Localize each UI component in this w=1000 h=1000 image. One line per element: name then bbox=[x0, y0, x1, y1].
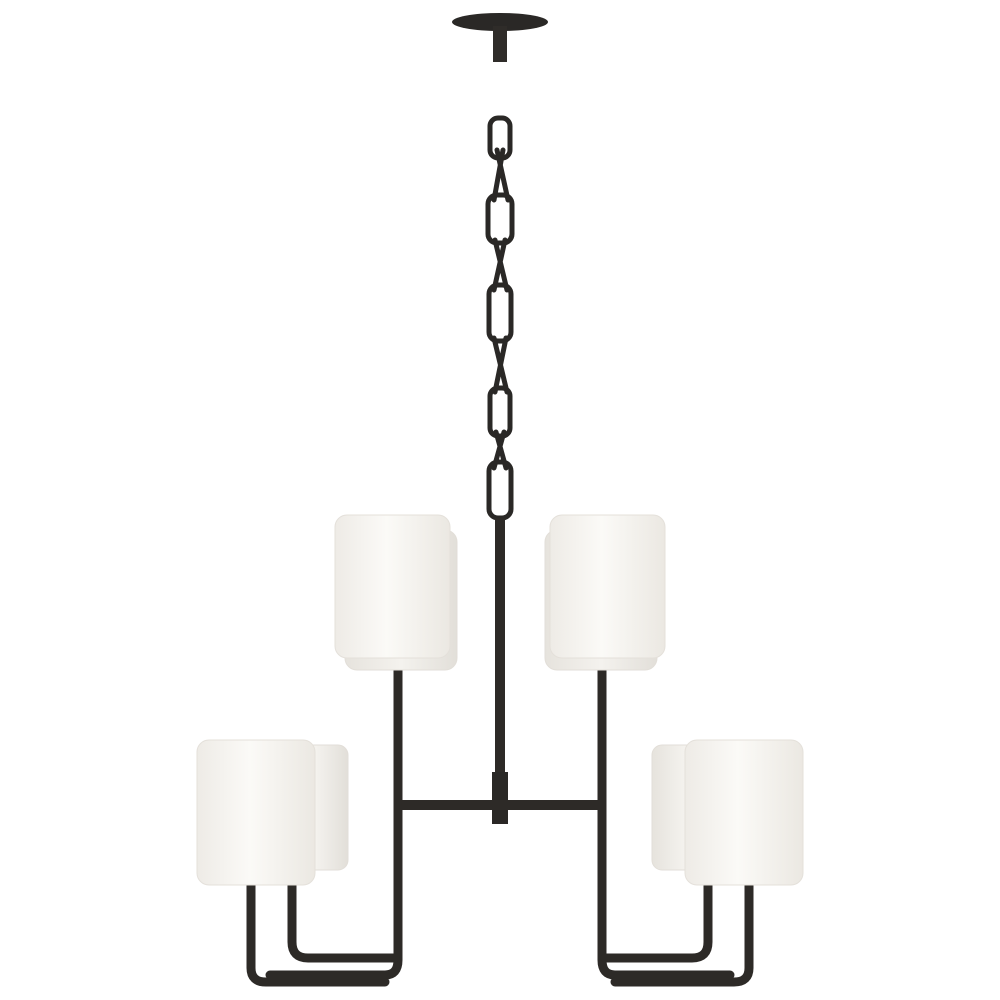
lower-arms bbox=[246, 875, 754, 987]
canopy-stem bbox=[493, 26, 507, 62]
canopy bbox=[452, 13, 548, 31]
lamp-shade bbox=[684, 739, 804, 886]
lamp-shade bbox=[549, 514, 666, 659]
cross-bar bbox=[398, 800, 604, 810]
center-collar bbox=[492, 772, 508, 824]
center-rod bbox=[495, 518, 505, 818]
chain bbox=[485, 115, 515, 521]
lamp-shade bbox=[196, 739, 316, 886]
lamp-shade bbox=[334, 514, 451, 659]
